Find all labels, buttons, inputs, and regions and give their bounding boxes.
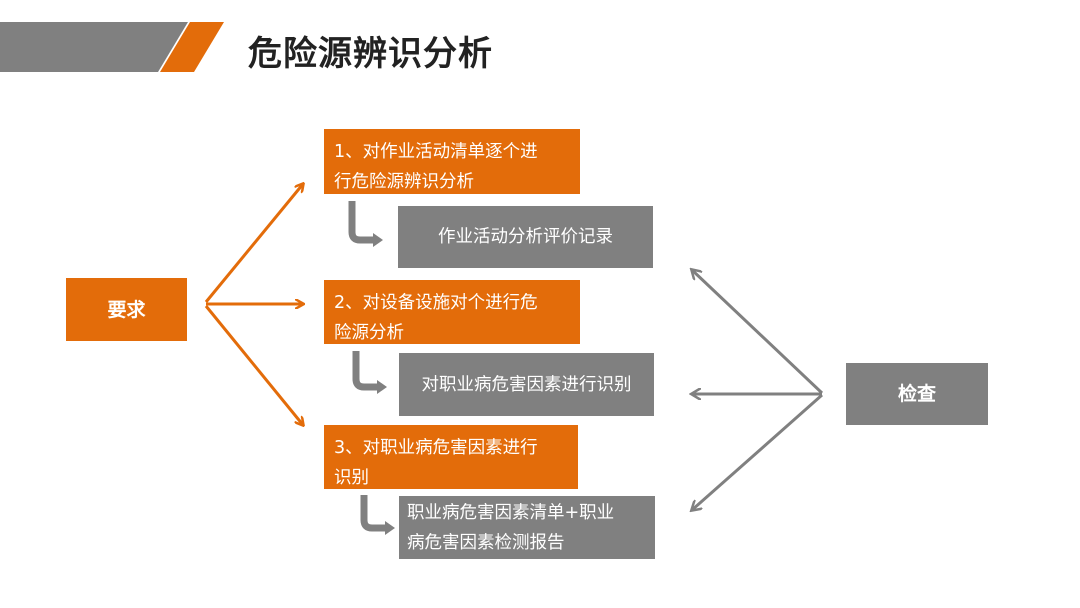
step-3-box: 3、对职业病危害因素进行 识别 — [324, 425, 578, 489]
arrow-to-outcome-1 — [692, 270, 824, 395]
arrow-to-step-1 — [204, 184, 303, 303]
step-1-line-2: 行危险源辨识分析 — [334, 172, 474, 192]
outcome-3-box: 职业病危害因素清单+职业 病危害因素检测报告 — [399, 496, 655, 559]
step-1-line-1: 1、对作业活动清单逐个进 — [334, 142, 538, 162]
banner-gray-bar — [0, 22, 188, 72]
bend-arrow-1 — [348, 201, 383, 247]
requirement-node: 要求 — [66, 278, 187, 341]
banner-orange-stripe — [160, 22, 224, 72]
inspection-node: 检查 — [846, 363, 988, 425]
outcome-3-line-2: 病危害因素检测报告 — [407, 532, 565, 553]
step-3-line-2: 识别 — [334, 468, 369, 488]
step-3-line-1: 3、对职业病危害因素进行 — [334, 438, 538, 458]
page-title: 危险源辨识分析 — [248, 34, 493, 74]
arrow-to-outcome-3 — [692, 393, 823, 510]
arrow-to-step-3 — [204, 305, 303, 425]
outcome-2-box: 对职业病危害因素进行识别 — [399, 353, 654, 416]
outcome-2-line-1: 对职业病危害因素进行识别 — [421, 374, 632, 395]
outcome-1-box: 作业活动分析评价记录 — [398, 206, 653, 268]
step-2-line-1: 2、对设备设施对个进行危 — [334, 293, 538, 313]
bend-arrow-2 — [352, 351, 387, 394]
step-2-line-2: 险源分析 — [334, 323, 404, 343]
outcome-1-line-1: 作业活动分析评价记录 — [438, 227, 613, 247]
inspection-label: 检查 — [897, 383, 936, 405]
outcome-3-line-1: 职业病危害因素清单+职业 — [407, 502, 615, 523]
step-2-box: 2、对设备设施对个进行危 险源分析 — [324, 280, 580, 344]
step-1-box: 1、对作业活动清单逐个进 行危险源辨识分析 — [324, 129, 580, 194]
bend-arrow-3 — [360, 495, 395, 535]
requirement-label: 要求 — [107, 298, 146, 321]
